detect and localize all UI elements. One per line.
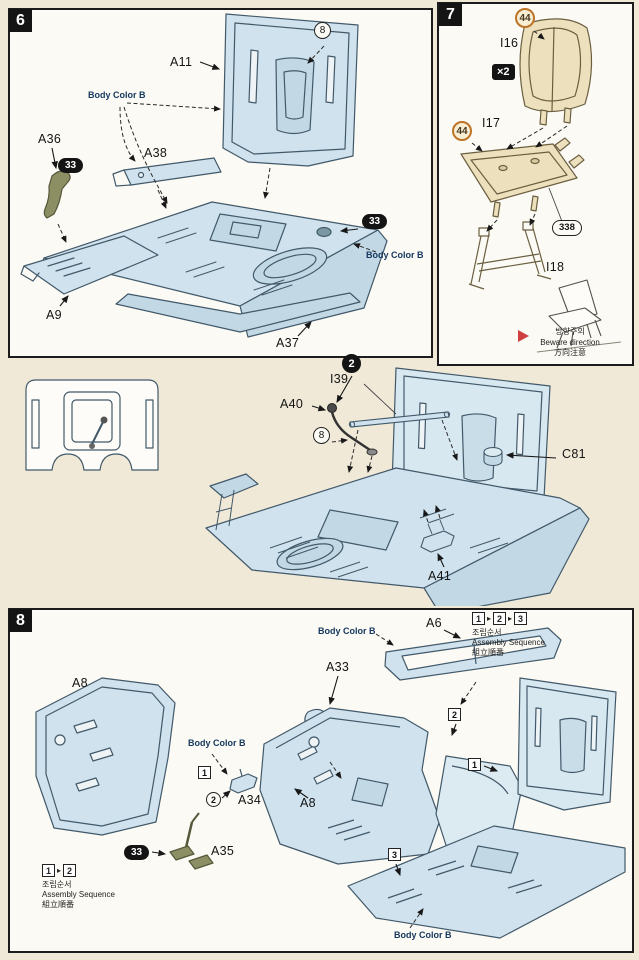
marker-box-3: 3 (388, 848, 401, 861)
step7-diagram (460, 18, 622, 353)
sequence-ko: 조립순서 (42, 880, 72, 889)
body-color-note-6b: Body Color B (366, 250, 424, 260)
part-label-a8-left: A8 (72, 676, 88, 690)
part-label-i16: I16 (500, 36, 519, 50)
step6-number: 6 (9, 9, 32, 32)
part-label-a8-mid: A8 (300, 796, 316, 810)
warning-ja: 方向注意 (554, 348, 586, 357)
sequence-arrow-icon: ▸ (487, 613, 492, 623)
callout-2-mid: 2 (342, 354, 361, 373)
paint-badge-33-c: 33 (124, 845, 150, 860)
paint-badge-33-b: 33 (362, 214, 388, 229)
beware-direction-arrow-icon (518, 330, 529, 342)
part-label-c81: C81 (562, 447, 586, 461)
part-label-a9: A9 (46, 308, 62, 322)
sequence-en: Assembly Sequence (42, 890, 115, 899)
part-label-i18: I18 (546, 260, 565, 274)
part-label-a35: A35 (211, 844, 235, 858)
part-label-a37: A37 (276, 336, 300, 350)
step7-number: 7 (439, 3, 462, 26)
sequence-step-1: 1 (42, 864, 55, 877)
sequence-ja: 組立順番 (472, 648, 504, 657)
sequence-step-3: 3 (514, 612, 528, 625)
paint-badge-44-b: 44 (452, 121, 472, 141)
warning-ko: 방향주의 (555, 327, 585, 336)
body-color-note-8mid: Body Color B (188, 738, 246, 748)
sequence-ko: 조립순서 (472, 628, 502, 637)
step8-number: 8 (9, 609, 32, 632)
part-label-a36: A36 (38, 132, 62, 146)
step6-diagram (20, 13, 388, 338)
marker-box-1-left: 1 (198, 766, 211, 779)
sequence-arrow-icon: ▸ (57, 865, 62, 875)
paint-badge-44-a: 44 (515, 8, 535, 28)
warning-note: 방향주의 Beware direction 方向注意 (520, 327, 620, 359)
part-label-a34: A34 (238, 793, 262, 807)
part-label-a40: A40 (280, 397, 304, 411)
step8-diagram (35, 627, 626, 939)
marker-circle-2-left: 2 (206, 792, 221, 807)
warning-en: Beware direction (540, 337, 600, 347)
sequence-step-2: 2 (493, 612, 507, 625)
sequence-step-1: 1 (472, 612, 485, 625)
body-color-note-8top: Body Color B (318, 626, 376, 636)
marker-box-2-right: 2 (448, 708, 461, 721)
sequence-step-2: 2 (63, 864, 77, 877)
body-color-note-6a: Body Color B (88, 90, 146, 100)
sequence-arrow-icon: ▸ (508, 613, 513, 623)
callout-8-step6: 8 (314, 22, 331, 39)
rear-view-inset (25, 379, 159, 471)
part-label-a41: A41 (428, 569, 452, 583)
multiplier-badge: ×2 (492, 64, 515, 80)
sequence-ja: 組立順番 (42, 900, 74, 909)
part-label-a11: A11 (170, 55, 193, 69)
sequence-en: Assembly Sequence (472, 638, 545, 647)
part-label-i39: I39 (330, 372, 349, 386)
assembly-sequence-bottom: 1 ▸ 2 조립순서 Assembly Sequence 組立順番 (42, 864, 115, 910)
callout-8-mid: 8 (313, 427, 330, 444)
part-label-i17: I17 (482, 116, 501, 130)
assembly-sequence-top: 1 ▸ 2 ▸ 3 조립순서 Assembly Sequence 組立順番 (472, 612, 545, 658)
part-badge-338: 338 (552, 220, 582, 236)
part-label-a38: A38 (144, 146, 168, 160)
body-color-note-8bottom: Body Color B (394, 930, 452, 940)
part-label-a6: A6 (426, 616, 442, 630)
part-label-a33: A33 (326, 660, 350, 674)
marker-box-1-right: 1 (468, 758, 481, 771)
paint-badge-33-a: 33 (58, 158, 84, 173)
mid-assembly-diagram (25, 367, 590, 606)
